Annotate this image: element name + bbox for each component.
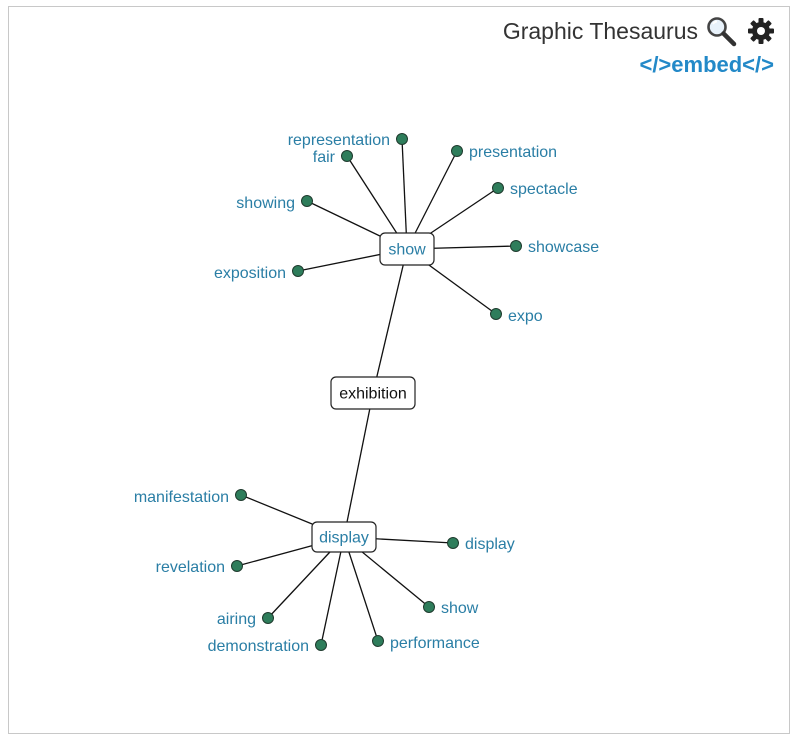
synonym-label-fair[interactable]: fair — [313, 149, 336, 166]
synonym-label-showing[interactable]: showing — [236, 195, 295, 212]
synonym-dot[interactable] — [341, 150, 353, 162]
synonym-dot[interactable] — [490, 308, 502, 320]
synonym-label-airing[interactable]: airing — [217, 611, 256, 628]
edge-center-sense-1 — [343, 392, 374, 538]
edge-display-demonstration — [320, 536, 345, 646]
app-title: Graphic Thesaurus — [502, 17, 698, 44]
synonym-label-representation[interactable]: representation — [288, 132, 390, 149]
sense-node-display-label: display — [319, 530, 369, 547]
synonym-dot[interactable] — [315, 639, 327, 651]
synonym-label-manifestation[interactable]: manifestation — [134, 489, 229, 506]
synonym-dot[interactable] — [231, 560, 243, 572]
synonym-label-display[interactable]: display — [465, 536, 515, 553]
gear-icon[interactable] — [744, 14, 778, 48]
synonym-label-exposition[interactable]: exposition — [214, 265, 286, 282]
search-icon[interactable] — [704, 14, 738, 48]
synonym-label-performance[interactable]: performance — [390, 635, 480, 652]
sense-node-display-box — [311, 521, 377, 553]
synonym-dot[interactable] — [451, 145, 463, 157]
sense-node-show-label: show — [388, 242, 426, 259]
sense-node-display[interactable]: display — [311, 521, 377, 553]
synonym-dot[interactable] — [235, 489, 247, 501]
center-word-node-label: exhibition — [339, 386, 407, 403]
center-word-node[interactable]: exhibition — [330, 376, 416, 410]
synonym-dot[interactable] — [492, 182, 504, 194]
edge-center-sense-0 — [372, 248, 408, 394]
synonym-label-showcase[interactable]: showcase — [528, 239, 599, 256]
synonym-label-revelation[interactable]: revelation — [156, 559, 225, 576]
synonym-label-spectacle[interactable]: spectacle — [510, 181, 578, 198]
synonym-dot[interactable] — [262, 612, 274, 624]
synonym-dot[interactable] — [301, 195, 313, 207]
edge-display-performance — [343, 536, 379, 642]
synonym-label-presentation[interactable]: presentation — [469, 144, 557, 161]
synonym-dot[interactable] — [423, 601, 435, 613]
sense-node-show-box — [379, 232, 435, 266]
title-row: Graphic Thesaurus — [503, 14, 778, 48]
synonym-dot[interactable] — [510, 240, 522, 252]
edge-show-representation — [401, 138, 408, 250]
synonym-label-show[interactable]: show — [441, 600, 479, 617]
header: Graphic Thesaurus — [503, 14, 778, 78]
thesaurus-frame — [8, 6, 790, 734]
synonym-dot[interactable] — [372, 635, 384, 647]
embed-link[interactable]: </>embed</> — [639, 52, 774, 77]
synonym-label-expo[interactable]: expo — [508, 308, 543, 325]
synonym-label-demonstration[interactable]: demonstration — [208, 638, 309, 655]
sense-node-show[interactable]: show — [379, 232, 435, 266]
center-word-node-box — [330, 376, 416, 410]
synonym-dot[interactable] — [447, 537, 459, 549]
synonym-dot[interactable] — [292, 265, 304, 277]
synonym-dot[interactable] — [396, 133, 408, 145]
